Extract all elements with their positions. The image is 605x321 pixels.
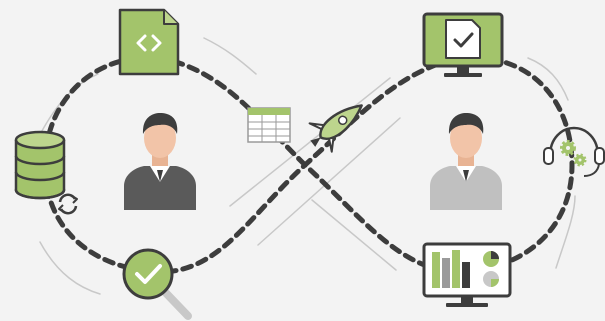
spreadsheet-icon [247, 107, 291, 143]
support-headset-gears-icon [543, 126, 605, 177]
rocket-icon [308, 104, 363, 153]
infinity-loop-path [42, 55, 575, 275]
code-document-icon [118, 8, 180, 76]
analytics-dashboard-monitor-icon [422, 242, 512, 307]
developer-person [124, 113, 196, 210]
approved-document-monitor-icon [422, 12, 504, 77]
quality-check-magnifier-icon [122, 248, 192, 320]
operations-person [430, 113, 502, 210]
guide-lines [35, 37, 576, 295]
database-sync-icon [14, 130, 79, 215]
